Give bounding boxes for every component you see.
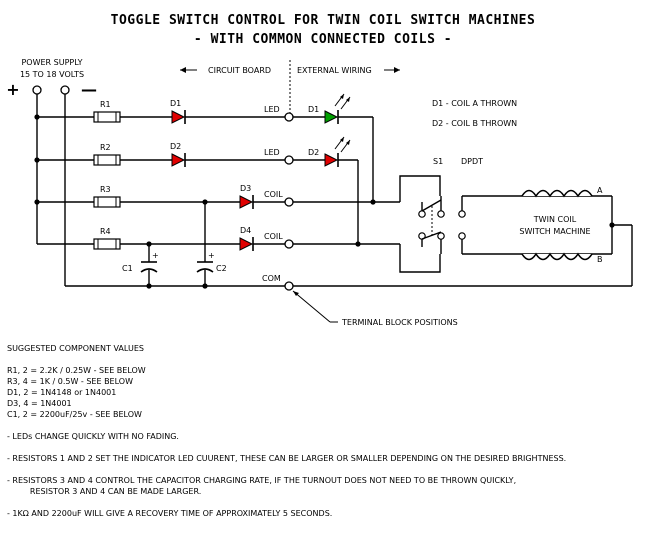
switch-type: DPDT: [461, 157, 483, 166]
terminal-label: LED: [264, 105, 280, 114]
resistor-r1: R1: [93, 100, 121, 123]
note-line: R1, 2 = 2.2K / 0.25W - SEE BELOW: [7, 366, 146, 375]
note-line: - RESISTORS 3 AND 4 CONTROL THE CAPACITO…: [7, 476, 517, 485]
terminal-label: COIL: [264, 190, 283, 199]
note-line: [7, 497, 637, 508]
led-label: D2: [308, 148, 319, 157]
diode-label: D2: [170, 142, 181, 151]
power-supply-label: POWER SUPPLY: [21, 58, 82, 67]
section-divider: CIRCUIT BOARD EXTERNAL WIRING: [180, 60, 400, 120]
note-line: - LEDs CHANGE QUICKLY WITH NO FADING.: [7, 432, 179, 441]
coil-a-label: A: [597, 186, 603, 195]
note-line: [7, 420, 637, 431]
terminal-block: LED LED COIL COIL COM: [262, 105, 294, 291]
diode-label: D4: [240, 226, 251, 235]
note-line: - RESISTORS 1 AND 2 SET THE INDICATOR LE…: [7, 454, 567, 463]
power-voltage-label: 15 TO 18 VOLTS: [20, 70, 84, 79]
diode-d1: D1: [170, 99, 186, 124]
note-line: SUGGESTED COMPONENT VALUES: [7, 344, 144, 353]
terminal-pointer: TERMINAL BLOCK POSITIONS: [292, 290, 458, 327]
cap-plus: +: [208, 251, 215, 260]
led-label: D1: [308, 105, 319, 114]
notes-panel: SUGGESTED COMPONENT VALUES R1, 2 = 2.2K …: [7, 343, 637, 519]
terminal-note: TERMINAL BLOCK POSITIONS: [341, 318, 458, 327]
external-wiring-label: EXTERNAL WIRING: [297, 66, 372, 75]
diode-label: D3: [240, 184, 251, 193]
junction-dots: [34, 114, 615, 289]
resistor-label: R2: [100, 143, 111, 152]
capacitor-label: C1: [122, 264, 133, 273]
resistor-r4: R4: [93, 227, 121, 250]
cap-plus: +: [152, 251, 159, 260]
note-line: [7, 464, 637, 475]
led-d1: D1: [308, 93, 351, 124]
machine-line-1: TWIN COIL: [533, 215, 577, 224]
note-line: D1, 2 = 1N4148 or 1N4001: [7, 388, 117, 397]
resistor-label: R3: [100, 185, 111, 194]
resistor-r3: R3: [93, 185, 121, 208]
resistor-label: R4: [100, 227, 111, 236]
plus-sign: +: [6, 80, 19, 99]
legend-d2: D2 - COIL B THROWN: [432, 119, 517, 128]
coil-b-label: B: [597, 255, 603, 264]
note-line: - 1KΩ AND 2200uF WILL GIVE A RECOVERY TI…: [7, 509, 333, 518]
terminal-label: COIL: [264, 232, 283, 241]
resistor-label: R1: [100, 100, 111, 109]
capacitor-c1: + C1: [122, 251, 159, 273]
terminal-label: LED: [264, 148, 280, 157]
dpdt-switch: S1 DPDT: [399, 157, 483, 273]
capacitor-c2: + C2: [196, 251, 227, 273]
switch-ref: S1: [433, 157, 443, 166]
row-wiring: [37, 116, 285, 286]
switch-machine: TWIN COIL SWITCH MACHINE A B: [519, 186, 603, 264]
note-line: [7, 442, 637, 453]
terminal-label: COM: [262, 274, 281, 283]
diode-label: D1: [170, 99, 181, 108]
title-line-1: TOGGLE SWITCH CONTROL FOR TWIN COIL SWIT…: [111, 13, 536, 28]
power-terminal-negative: [60, 85, 70, 95]
diode-d2: D2: [170, 142, 186, 167]
note-line: R3, 4 = 1K / 0.5W - SEE BELOW: [7, 377, 133, 386]
note-line: C1, 2 = 2200uF/25v - SEE BELOW: [7, 410, 142, 419]
led-d2: D2: [308, 136, 351, 167]
note-line: D3, 4 = 1N4001: [7, 399, 72, 408]
circuit-board-label: CIRCUIT BOARD: [208, 66, 271, 75]
title-line-2: - WITH COMMON CONNECTED COILS -: [194, 32, 452, 47]
minus-sign: —: [81, 80, 97, 99]
power-terminal-positive: [32, 85, 42, 95]
resistor-r2: R2: [93, 143, 121, 166]
capacitor-label: C2: [216, 264, 227, 273]
machine-line-2: SWITCH MACHINE: [519, 227, 590, 236]
diode-d3: D3: [239, 184, 254, 209]
note-line: RESISTOR 3 AND 4 CAN BE MADE LARGER.: [7, 487, 202, 496]
diode-d4: D4: [239, 226, 254, 251]
legend-d1: D1 - COIL A THROWN: [432, 99, 517, 108]
note-line: [7, 354, 637, 365]
external-wiring: [293, 116, 633, 287]
